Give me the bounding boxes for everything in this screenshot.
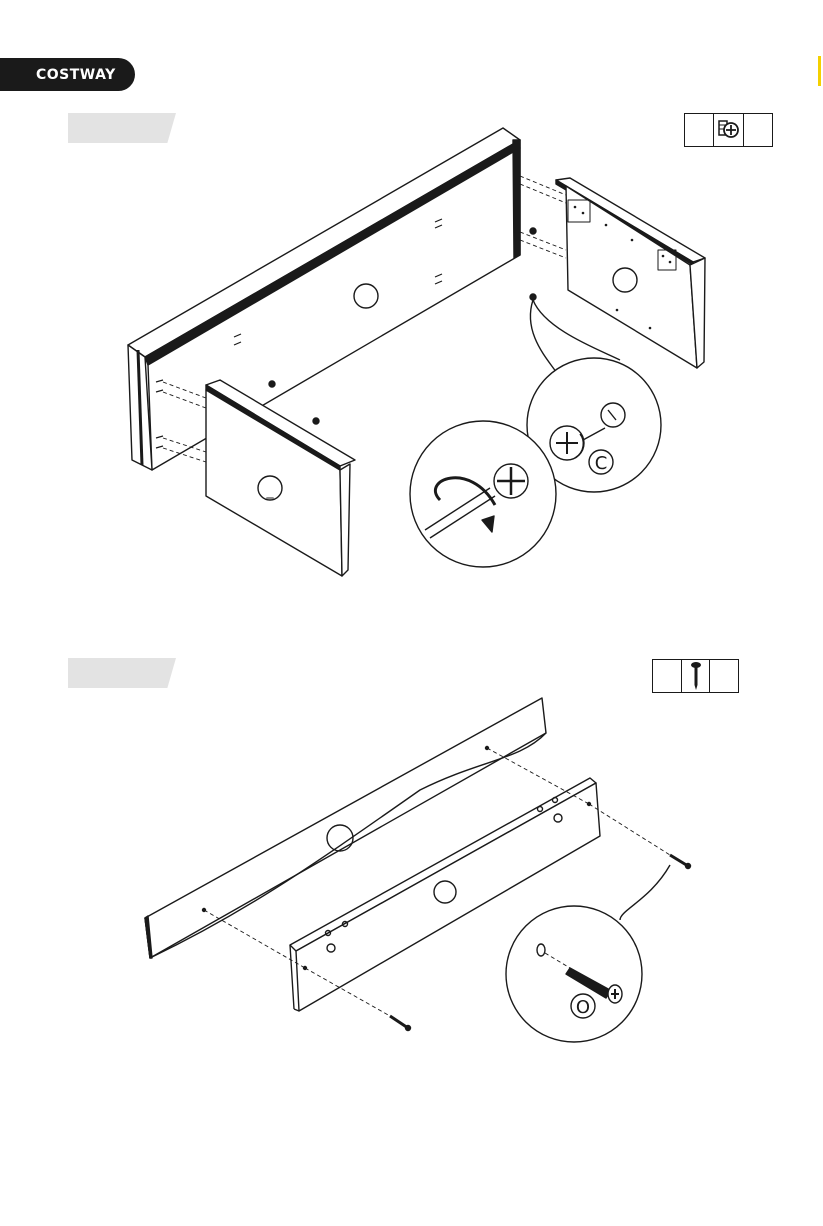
screw-callout: O <box>506 865 670 1042</box>
side-panel-left <box>206 380 355 576</box>
callout-label-c: C <box>595 453 608 474</box>
left-panel-label: _ <box>266 483 275 499</box>
callout-label-o: O <box>576 997 590 1018</box>
screwdriver-callout <box>410 421 556 567</box>
back-panel <box>128 128 520 470</box>
